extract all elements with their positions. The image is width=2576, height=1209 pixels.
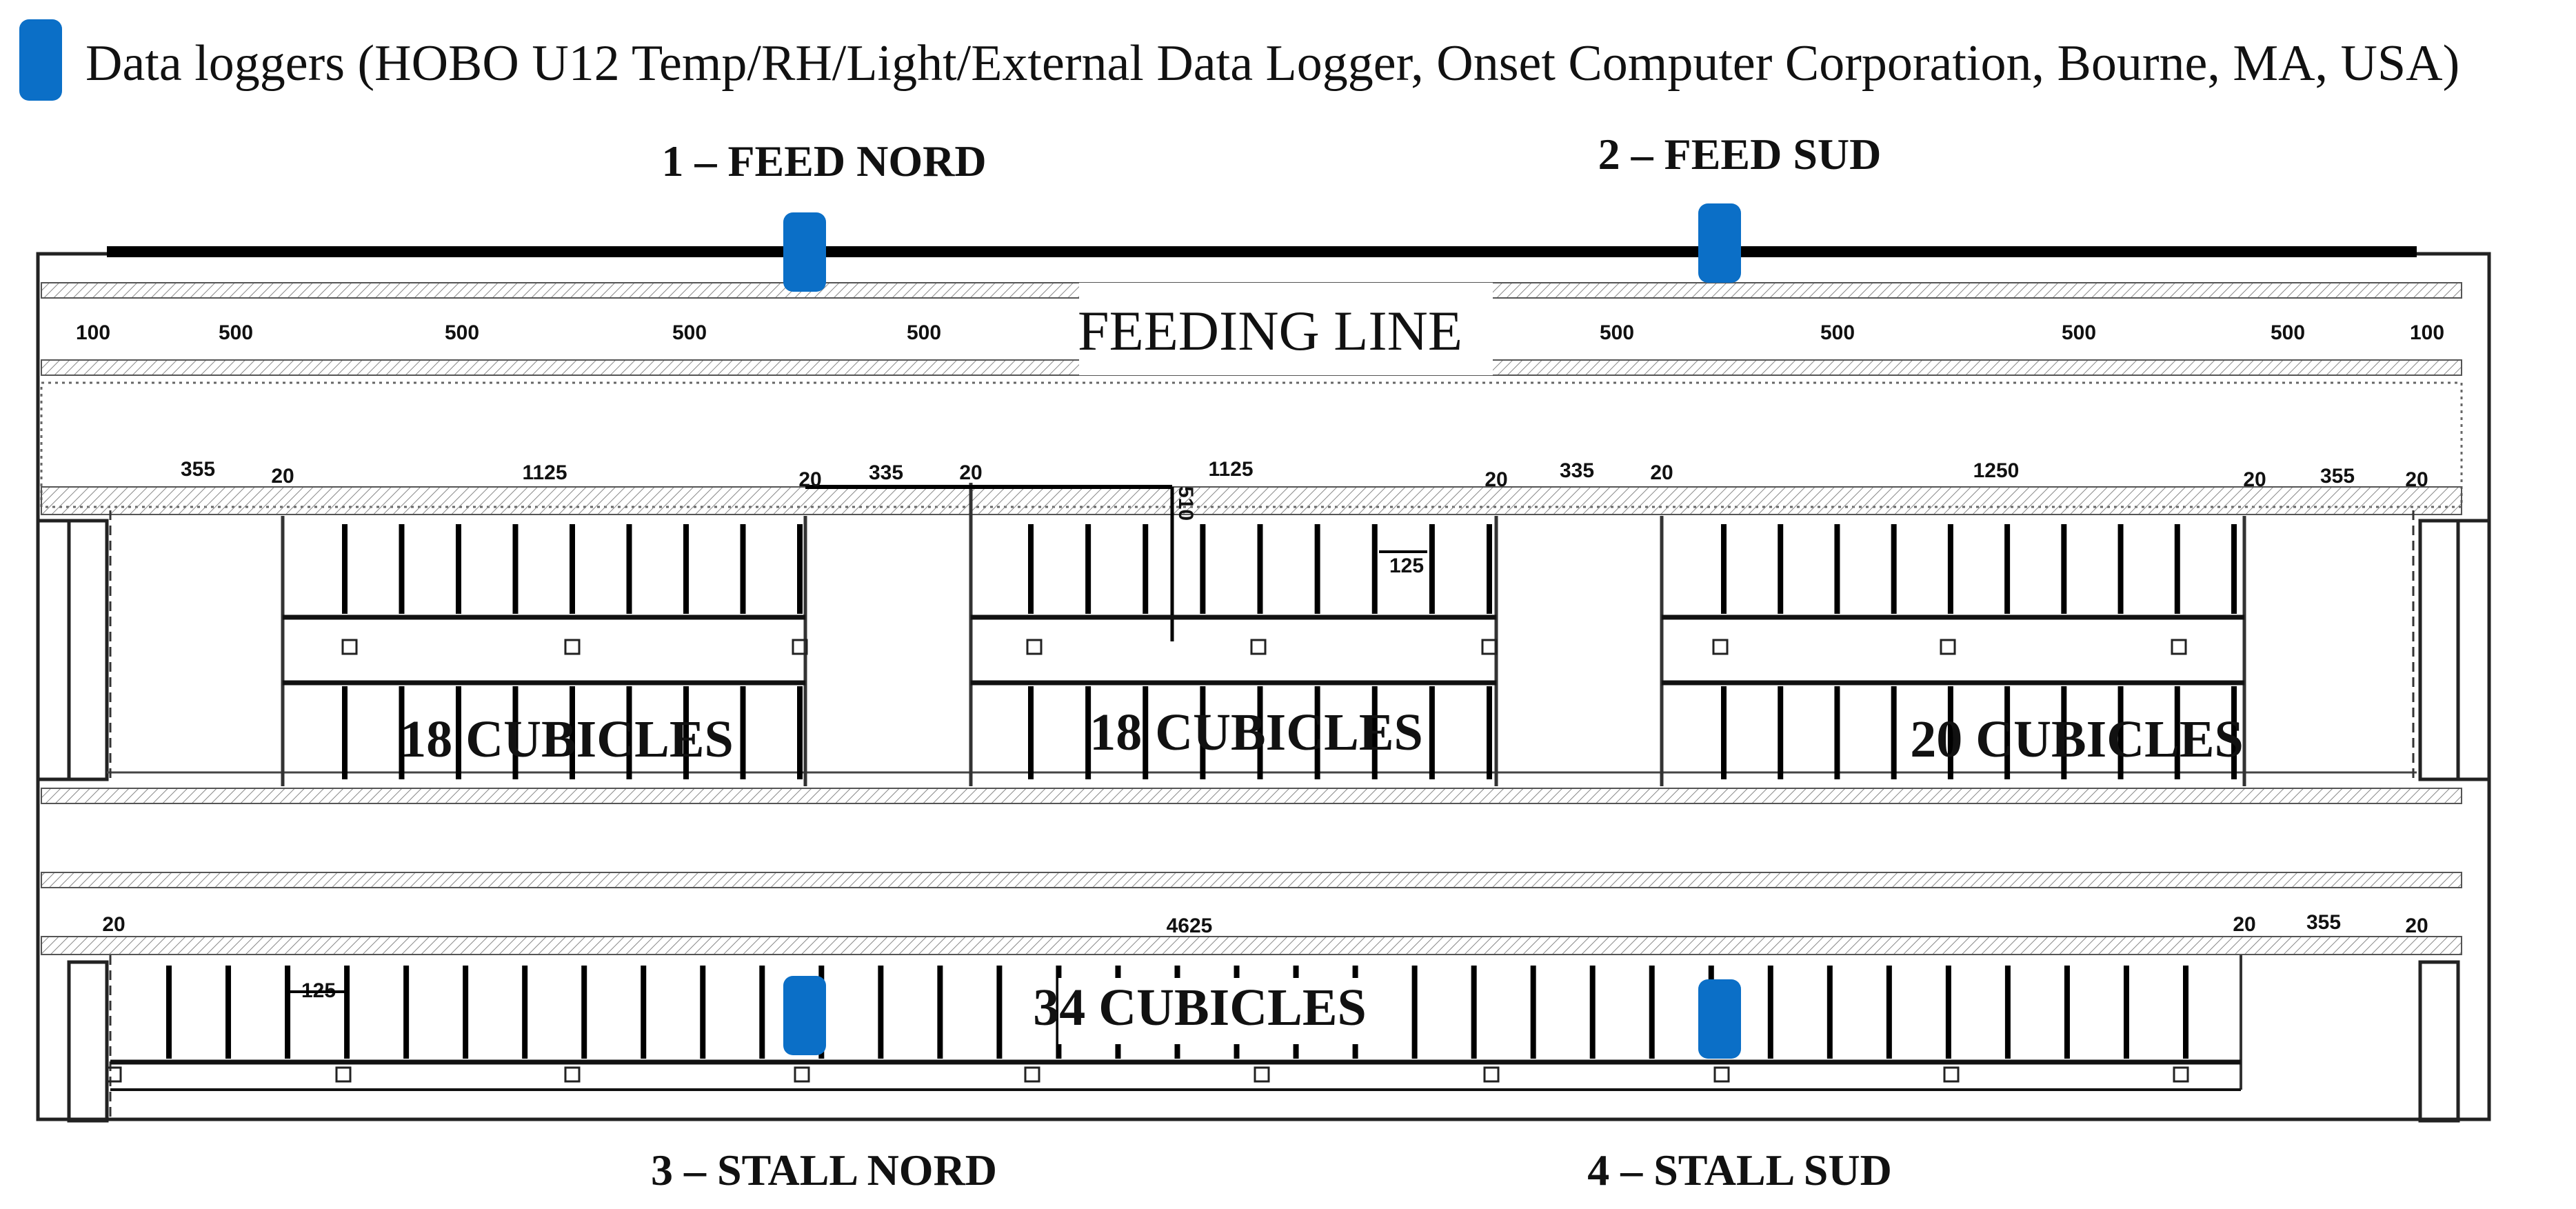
logger-marker-3-icon	[783, 976, 826, 1055]
dim-label: 500	[907, 321, 941, 344]
dim-label: 20	[1650, 461, 1673, 484]
post-icon	[1250, 639, 1267, 655]
dim-label: 20	[2405, 468, 2428, 491]
dim-label: 20	[1485, 468, 1507, 491]
dim-label: 20	[798, 468, 821, 491]
dim-label: 20	[2405, 915, 2428, 937]
dim-label: 1125	[522, 461, 567, 484]
post-icon	[1712, 639, 1729, 655]
post-icon	[2173, 1066, 2189, 1083]
feeding-dimensions: 100 500 500 500 500 500 500 500 500 100	[76, 321, 2444, 344]
dim-label: 4625	[1167, 915, 1213, 937]
logger-marker-icon	[19, 19, 62, 101]
dim-label: 20	[959, 461, 982, 484]
post-icon	[105, 1066, 122, 1083]
post-icon	[1024, 1066, 1040, 1083]
dim-label: 1125	[1208, 458, 1253, 481]
post-icon	[1483, 1066, 1500, 1083]
logger-marker-1-icon	[783, 212, 826, 292]
dim-label: 20	[102, 913, 125, 936]
post-icon	[792, 639, 808, 655]
dim-label: 335	[1560, 459, 1594, 482]
logger-label-2: 2 – FEED SUD	[1598, 130, 1882, 179]
dim-label: 20	[2233, 913, 2255, 936]
dim-label: 20	[2243, 468, 2266, 491]
post-icon	[1940, 639, 1956, 655]
post-icon	[794, 1066, 810, 1083]
dim-label: 335	[869, 461, 903, 484]
legend: Data loggers (HOBO U12 Temp/RH/Light/Ext…	[19, 19, 2459, 101]
cubicle-group-label: 34 CUBICLES	[1033, 979, 1367, 1037]
post-icon	[1713, 1066, 1730, 1083]
dim-label: 500	[2271, 321, 2305, 344]
dim-label: 500	[1600, 321, 1634, 344]
dim-label: 1250	[1973, 459, 2020, 482]
post-icon	[341, 639, 358, 655]
dim-label: 125	[1389, 554, 1424, 577]
dim-label: 100	[76, 321, 110, 344]
central-alley	[41, 788, 2462, 955]
feeding-line-label: FEEDING LINE	[1078, 299, 1462, 362]
post-icon	[1481, 639, 1498, 655]
logger-marker-4-icon	[1698, 979, 1741, 1059]
side-walls	[67, 519, 2460, 1123]
logger-markers	[783, 203, 1741, 1059]
cubicle-group-label: 18 CUBICLES	[1089, 703, 1423, 761]
dim-label: 355	[2320, 465, 2355, 488]
logger-label-1: 1 – FEED NORD	[661, 137, 986, 186]
dim-label: 100	[2410, 321, 2444, 344]
dim-label: 500	[219, 321, 253, 344]
lower-cubicle-band: 34 CUBICLES	[105, 955, 2242, 1117]
feeding-line-area: FEEDING LINE	[40, 246, 2463, 515]
dim-label: 355	[181, 458, 215, 481]
upper-cubicle-band: 18 CUBICLES 18 CUBICLES 20 CUBICLES	[107, 483, 2417, 786]
cubicle-group-label: 18 CUBICLES	[400, 710, 734, 768]
post-icon	[1254, 1066, 1270, 1083]
dim-label: 510	[1174, 486, 1197, 521]
logger-label-4: 4 – STALL SUD	[1587, 1146, 1892, 1195]
post-icon	[564, 639, 581, 655]
cubicle-group-label: 20 CUBICLES	[1910, 710, 2244, 768]
dim-label: 500	[2062, 321, 2096, 344]
upper-dimensions: 355 20 1125 20 335 20 510 1125 20 335 20…	[181, 458, 2428, 577]
logger-label-3: 3 – STALL NORD	[651, 1146, 997, 1195]
post-icon	[335, 1066, 352, 1083]
post-icon	[2171, 639, 2187, 655]
dim-label: 20	[271, 465, 294, 488]
dim-label: 500	[672, 321, 707, 344]
post-icon	[1026, 639, 1043, 655]
post-icon	[564, 1066, 581, 1083]
dim-label: 500	[445, 321, 479, 344]
post-icon	[1943, 1066, 1960, 1083]
dim-label: 355	[2306, 911, 2341, 934]
legend-text: Data loggers (HOBO U12 Temp/RH/Light/Ext…	[85, 35, 2459, 92]
logger-marker-2-icon	[1698, 203, 1741, 283]
dim-label: 500	[1820, 321, 1855, 344]
